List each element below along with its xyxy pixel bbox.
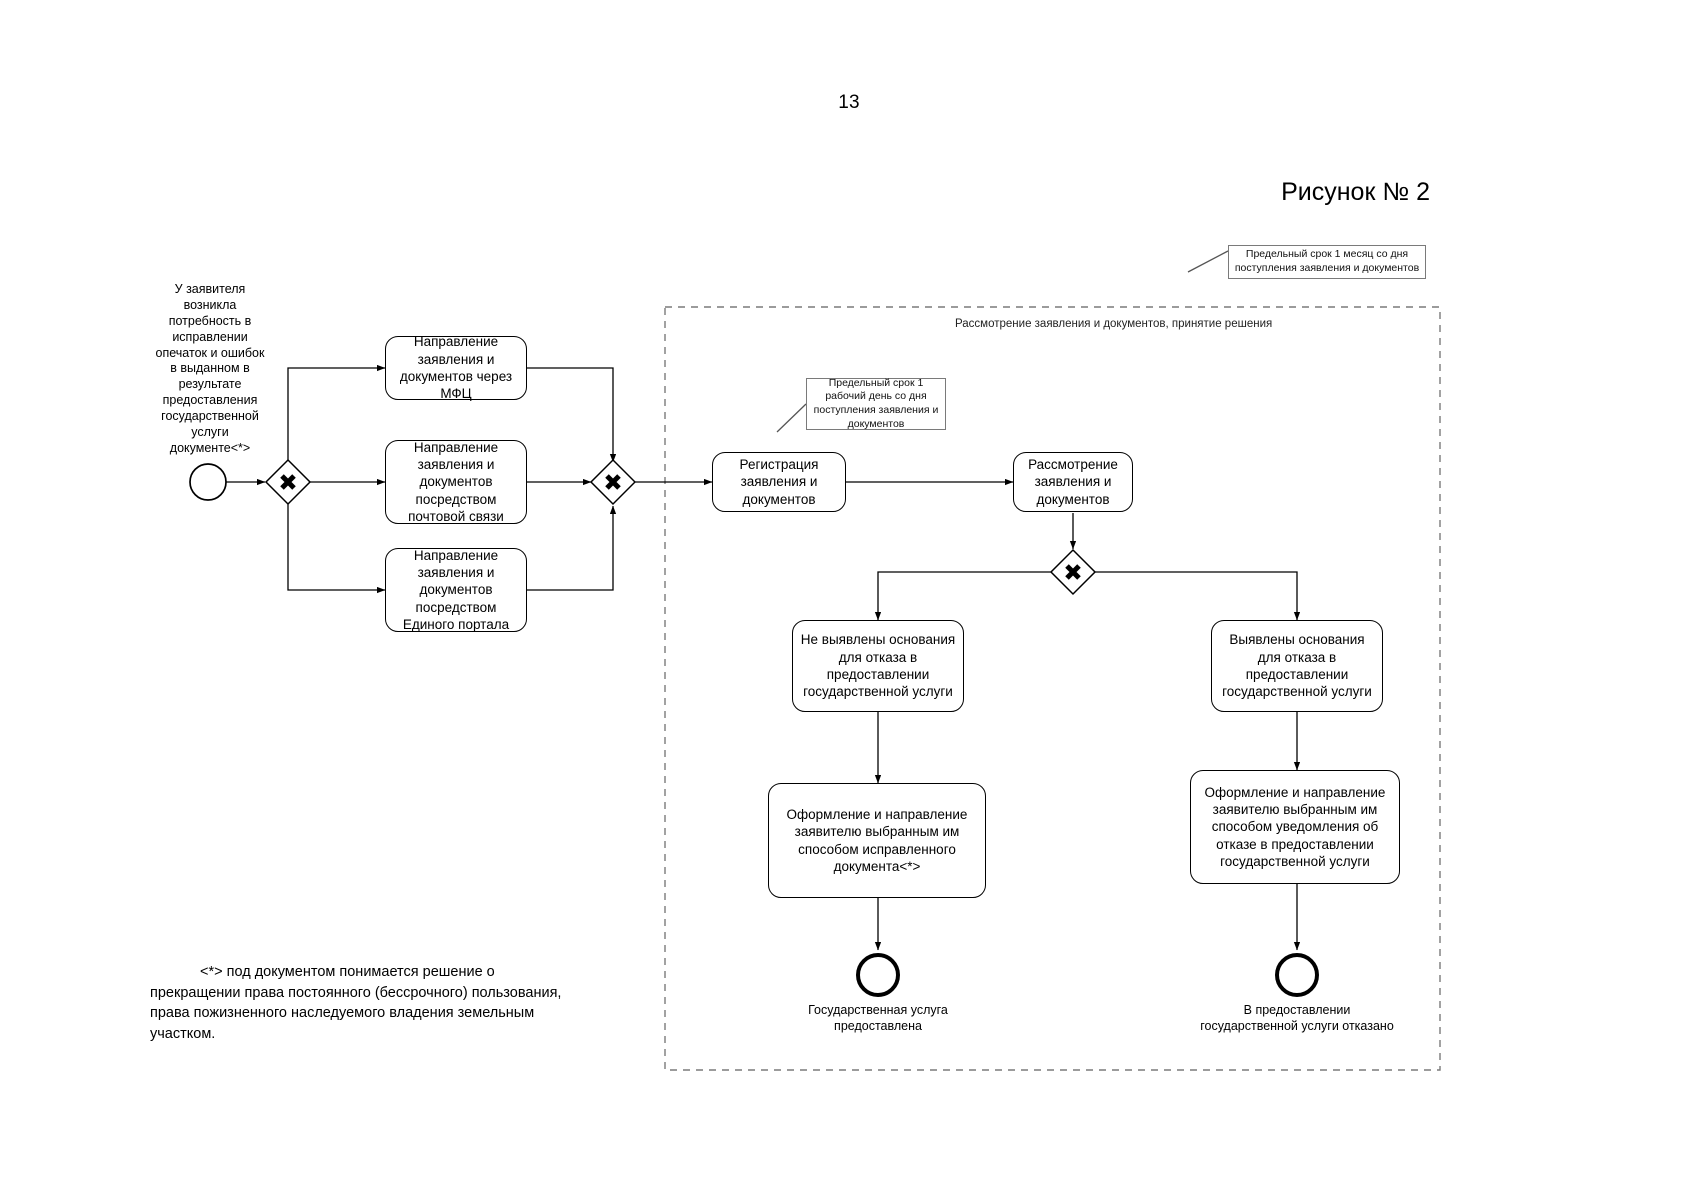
task-send-via-post[interactable]: Направление заявления и документов посре… [385,440,527,524]
end-event-service-provided-circle [856,953,900,997]
task-issue-corrected-document[interactable]: Оформление и направление заявителю выбра… [768,783,986,898]
end-event-service-refused-caption: В предоставлении государственной услуги … [1200,1003,1394,1034]
task-send-via-mfc[interactable]: Направление заявления и документов через… [385,334,527,401]
note-month-leader [1187,250,1229,273]
task-review-application[interactable]: Рассмотрение заявления и документов [1013,452,1133,512]
task-refusal-grounds-found[interactable]: Выявлены основания для отказа в предоста… [1211,620,1383,712]
flow-split-spine [287,364,386,460]
task-send-via-portal[interactable]: Направление заявления и документов посре… [385,548,527,632]
flow-decision-to-grounds [1095,571,1301,621]
start-event-caption: У заявителя возникла потребность в испра… [155,282,265,455]
task-no-refusal-grounds[interactable]: Не выявлены основания для отказа в предо… [792,620,964,712]
flow-split-to-portal [287,504,386,594]
task-register-application[interactable]: Регистрация заявления и документов [712,452,846,512]
task-issue-refusal-notice[interactable]: Оформление и направление заявителю выбра… [1190,770,1400,884]
footnote: <*> под документом понимается решение о … [150,964,562,1042]
annotation-one-working-day-deadline: Предельный срок 1 рабочий день со дня по… [806,377,946,430]
pool-label: Рассмотрение заявления и документов, при… [955,318,1273,330]
figure-caption: Рисунок № 2 [1281,178,1430,206]
note-oneday-leader [776,403,807,433]
flow-mfc-to-join [527,367,617,463]
annotation-month-deadline: Предельный срок 1 месяц со дня поступлен… [1228,245,1426,279]
end-event-service-provided-caption: Государственная услуга предоставлена [808,1003,948,1034]
gateway-split-channel [264,458,312,506]
flow-decision-to-no-grounds [874,571,1051,621]
flow-portal-to-join [527,505,617,591]
end-event-service-refused-circle [1275,953,1319,997]
gateway-join-channel [589,458,637,506]
pool-boundary [664,306,1441,1071]
start-event-circle [189,463,227,501]
gateway-decision-grounds [1049,548,1097,596]
page-number: 13 [838,92,860,113]
